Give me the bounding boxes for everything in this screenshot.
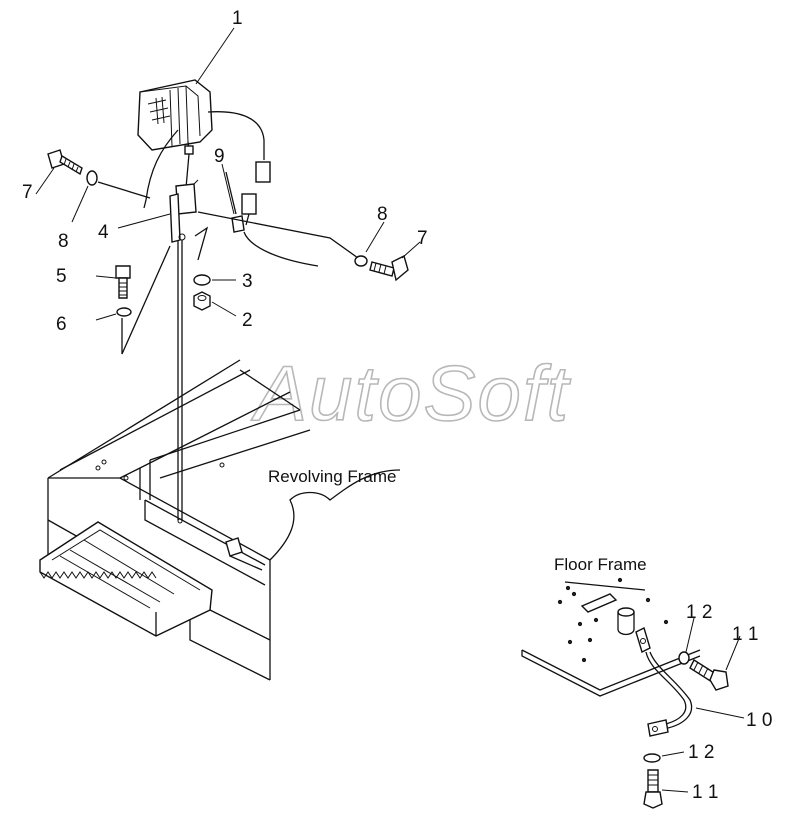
callout-1: 1 bbox=[232, 8, 243, 29]
callout-4: 4 bbox=[98, 222, 109, 243]
callout-3: 3 bbox=[242, 271, 253, 292]
wire-connector-lower bbox=[241, 193, 257, 215]
callout-12-lower: 1 2 bbox=[688, 742, 714, 763]
callout-7-right: 7 bbox=[417, 228, 428, 249]
callout-5: 5 bbox=[56, 266, 67, 287]
callout-8-right: 8 bbox=[377, 204, 388, 225]
washer-6 bbox=[116, 307, 132, 317]
bolt-right-7 bbox=[369, 254, 409, 282]
washer-left-8 bbox=[86, 170, 98, 186]
callout-11-lower: 1 1 bbox=[692, 782, 718, 803]
wire-connector-upper bbox=[255, 161, 271, 183]
bolt-5 bbox=[115, 265, 131, 299]
leader-lines bbox=[35, 27, 745, 793]
washer-3 bbox=[193, 274, 211, 286]
washer-12-upper bbox=[678, 651, 690, 665]
callout-8-left: 8 bbox=[58, 231, 69, 252]
bracket bbox=[169, 179, 199, 243]
callout-12-upper: 1 2 bbox=[686, 602, 712, 623]
callout-9: 9 bbox=[214, 146, 225, 167]
bolt-11-lower bbox=[643, 769, 663, 809]
bolt-left-7 bbox=[47, 149, 83, 176]
lamp-wire-right bbox=[207, 111, 265, 160]
callout-2: 2 bbox=[242, 310, 253, 331]
washer-12-lower bbox=[643, 753, 661, 763]
floor-frame bbox=[521, 577, 701, 697]
label-revolving-frame: Revolving Frame bbox=[268, 467, 397, 486]
bolt-11-upper bbox=[689, 658, 729, 691]
label-floor-frame: Floor Frame bbox=[554, 555, 647, 574]
watermark-autosoft: AutoSoft bbox=[251, 349, 572, 437]
callout-10: 1 0 bbox=[746, 710, 772, 731]
callout-7-left: 7 bbox=[22, 182, 33, 203]
step bbox=[39, 521, 213, 637]
work-lamp bbox=[137, 79, 213, 155]
ground-cable bbox=[635, 627, 693, 737]
lamp-wire-left bbox=[143, 129, 179, 209]
callout-6: 6 bbox=[56, 314, 67, 335]
callout-11-upper: 1 1 bbox=[732, 624, 758, 645]
washer-right-8 bbox=[354, 255, 368, 267]
